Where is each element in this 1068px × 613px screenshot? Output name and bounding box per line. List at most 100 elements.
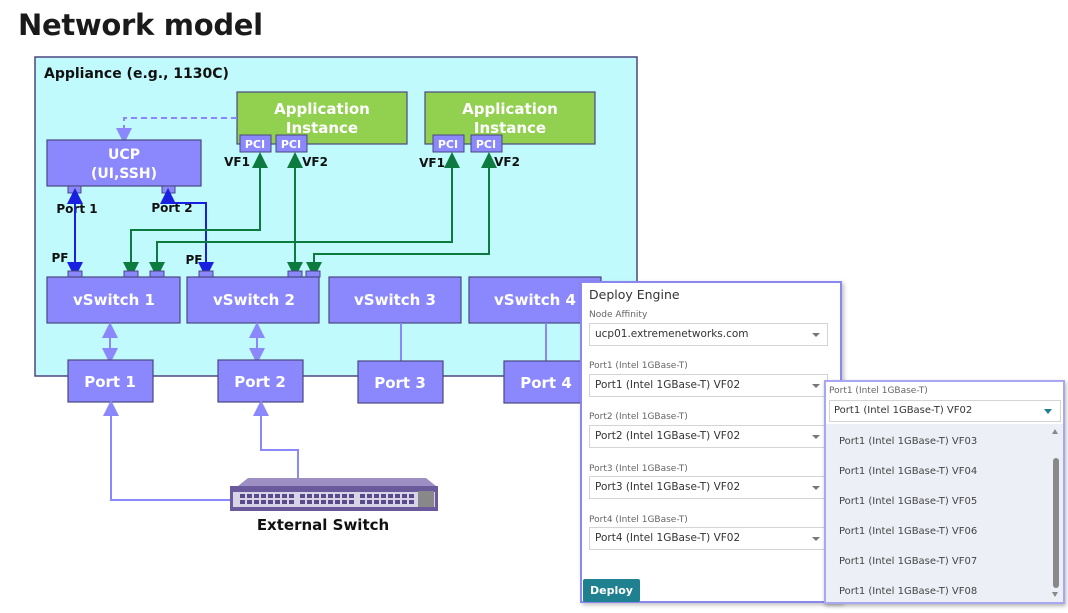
vf2-label: VF2: [302, 155, 328, 169]
scroll-down-icon[interactable]: [1052, 592, 1058, 597]
port2-select[interactable]: Port2 (Intel 1GBase-T) VF02: [589, 425, 828, 448]
pci-vf1-label: PCI: [245, 138, 265, 151]
switch-port-jack: [395, 500, 400, 504]
dropdown-label: Port1 (Intel 1GBase-T): [829, 386, 928, 396]
dropdown-options-list: Port1 (Intel 1GBase-T) VF03 Port1 (Intel…: [826, 424, 1063, 602]
switch-port-jack: [381, 500, 386, 504]
pf-label-1: PF: [52, 251, 69, 265]
port-3-label: Port 3: [374, 374, 426, 392]
app-instance-2-label-2: Instance: [474, 119, 546, 137]
node-affinity-label: Node Affinity: [589, 310, 648, 320]
vf1-label: VF1: [419, 156, 445, 170]
switch-port-jack: [240, 494, 245, 498]
port1-dropdown: Port1 (Intel 1GBase-T) Port1 (Intel 1GBa…: [824, 380, 1065, 604]
switch-port-jack: [261, 494, 266, 498]
vswitch-port-stubs: [67, 270, 321, 278]
switch-port-jack: [300, 494, 305, 498]
switch-port-jack: [261, 500, 266, 504]
switch-port-jack: [289, 500, 294, 504]
switch-port-jack: [381, 494, 386, 498]
pf-label-2: PF: [186, 253, 203, 267]
appliance-label: Appliance (e.g., 1130C): [44, 66, 229, 82]
port1-select[interactable]: Port1 (Intel 1GBase-T) VF02: [589, 374, 828, 397]
external-switch-label: External Switch: [257, 516, 389, 534]
switch-port-jack: [342, 494, 347, 498]
switch-port-jack: [321, 500, 326, 504]
vswitch-1-label: vSwitch 1: [73, 291, 155, 309]
switch-port-jack: [240, 500, 245, 504]
switch-port-jack: [388, 494, 393, 498]
dropdown-option[interactable]: Port1 (Intel 1GBase-T) VF08: [839, 586, 978, 597]
management-link: [116, 117, 237, 144]
port4-label: Port4 (Intel 1GBase-T): [589, 515, 688, 525]
switch-port-jack: [282, 500, 287, 504]
vswitch-2-label: vSwitch 2: [213, 291, 295, 309]
switch-port-jack: [402, 494, 407, 498]
vswitch-3: vSwitch 3: [328, 276, 462, 324]
app-instance-1-label-2: Instance: [286, 119, 358, 137]
port3-select[interactable]: Port3 (Intel 1GBase-T) VF02: [589, 476, 828, 499]
vf-link-a2-vf2: [306, 152, 497, 278]
chevron-down-icon: [1044, 409, 1052, 414]
switch-port-jack: [254, 494, 259, 498]
scrollbar-thumb[interactable]: [1053, 458, 1059, 588]
switch-port-jack: [335, 494, 340, 498]
port-4: Port 4: [503, 360, 590, 404]
switch-port-jack: [349, 500, 354, 504]
switch-port-jack: [349, 494, 354, 498]
port1-value: Port1 (Intel 1GBase-T) VF02: [595, 379, 741, 391]
chevron-down-icon: [812, 486, 820, 490]
dropdown-option[interactable]: Port1 (Intel 1GBase-T) VF04: [839, 466, 978, 477]
node-affinity-value: ucp01.extremenetworks.com: [595, 328, 749, 340]
chevron-down-icon: [812, 384, 820, 388]
dropdown-select[interactable]: Port1 (Intel 1GBase-T) VF02: [829, 400, 1061, 422]
switch-port-jack: [409, 500, 414, 504]
switch-port-jack: [360, 500, 365, 504]
pci-vf2-label: PCI: [281, 138, 301, 151]
ucp-label: UCP: [108, 147, 140, 163]
scroll-up-icon[interactable]: [1052, 429, 1058, 434]
deploy-button[interactable]: Deploy: [583, 579, 640, 602]
port2-value: Port2 (Intel 1GBase-T) VF02: [595, 430, 741, 442]
chevron-down-icon: [812, 333, 820, 337]
port2-label: Port2 (Intel 1GBase-T): [589, 412, 688, 422]
vf1-label: VF1: [224, 155, 250, 169]
switch-port-jack: [328, 494, 333, 498]
port3-value: Port3 (Intel 1GBase-T) VF02: [595, 481, 741, 493]
chevron-down-icon: [812, 537, 820, 541]
port1-label: Port1 (Intel 1GBase-T): [589, 361, 688, 371]
page-title: Network model: [18, 8, 263, 42]
port-2-label: Port 2: [234, 373, 286, 391]
app-instance-1-label: Application: [274, 100, 370, 118]
port-4-label: Port 4: [520, 374, 572, 392]
vswitch-2: vSwitch 2: [186, 276, 320, 324]
app-instance-2-label: Application: [462, 100, 558, 118]
switch-port-jack: [275, 494, 280, 498]
dropdown-option[interactable]: Port1 (Intel 1GBase-T) VF07: [839, 556, 978, 567]
port4-value: Port4 (Intel 1GBase-T) VF02: [595, 532, 741, 544]
switch-port-jack: [328, 500, 333, 504]
switch-port-jack: [289, 494, 294, 498]
port4-select[interactable]: Port4 (Intel 1GBase-T) VF02: [589, 527, 828, 550]
switch-port-jack: [307, 494, 312, 498]
ucp-port-1-label: Port 1: [56, 202, 97, 216]
node-affinity-select[interactable]: ucp01.extremenetworks.com: [589, 323, 828, 346]
switch-port-jack: [395, 494, 400, 498]
app-instance-1: Application Instance PCI PCI VF1 VF2: [224, 91, 408, 169]
switch-port-jack: [335, 500, 340, 504]
switch-port-jack: [254, 500, 259, 504]
switch-port-jack: [360, 494, 365, 498]
switch-port-jack: [342, 500, 347, 504]
switch-port-jack: [300, 500, 305, 504]
switch-port-jack: [268, 500, 273, 504]
port3-label: Port3 (Intel 1GBase-T): [589, 464, 688, 474]
switch-port-jack: [321, 494, 326, 498]
switch-port-jack: [282, 494, 287, 498]
deploy-engine-panel: Deploy Engine Node Affinity ucp01.extrem…: [580, 281, 842, 603]
dropdown-option[interactable]: Port1 (Intel 1GBase-T) VF03: [839, 436, 978, 447]
switch-port-jack: [388, 500, 393, 504]
switch-port-jack: [307, 500, 312, 504]
dropdown-option[interactable]: Port1 (Intel 1GBase-T) VF06: [839, 526, 978, 537]
dropdown-option[interactable]: Port1 (Intel 1GBase-T) VF05: [839, 496, 978, 507]
